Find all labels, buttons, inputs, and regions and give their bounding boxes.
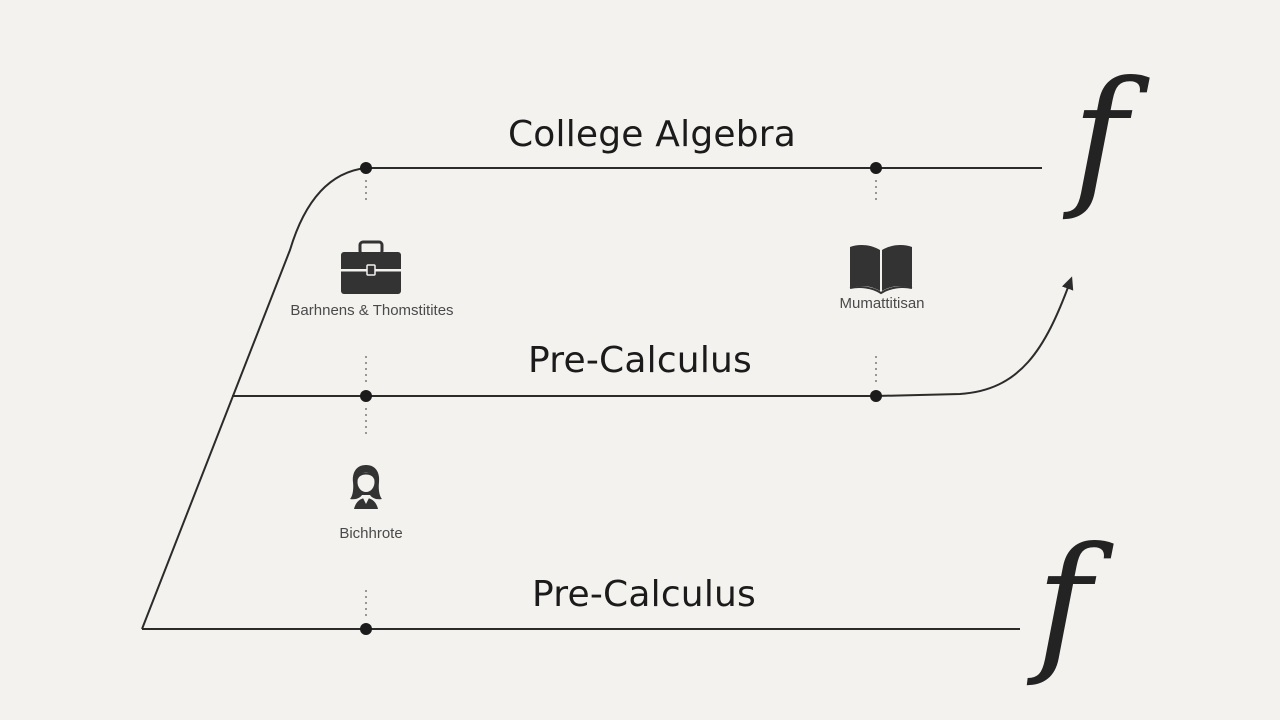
open-book-icon [849,245,913,295]
function-glyph-top: f [1072,50,1128,224]
node-dot [870,162,882,174]
left-connector-curve [141,167,367,630]
node-dot [360,623,372,635]
node-dot [870,390,882,402]
track-title-pre-calculus-middle: Pre-Calculus [527,340,753,381]
track-title-pre-calculus-bottom: Pre-Calculus [531,574,757,615]
track-title-college-algebra: College Algebra [507,114,797,155]
node-caption-book: Mumattitisan [839,295,925,312]
person-icon [350,465,382,509]
briefcase-icon [341,240,401,294]
node-caption-briefcase: Barhnens & Thomstitites [290,302,454,319]
node-dot [360,162,372,174]
function-glyph-bottom: f [1036,516,1092,690]
node-caption-person: Bichhrote [339,525,403,542]
rising-arrow-curve [875,276,1074,397]
node-dot [360,390,372,402]
